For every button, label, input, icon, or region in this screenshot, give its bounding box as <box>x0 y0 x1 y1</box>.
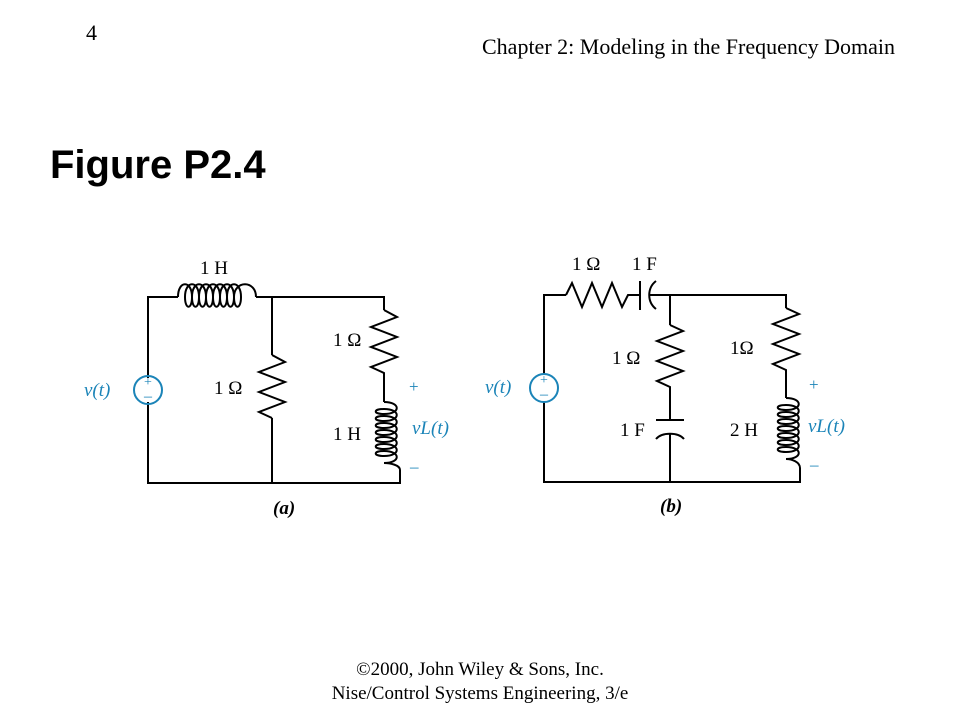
circuit-a-inductor-right-label: 1 H <box>333 424 361 445</box>
circuit-b-output-plus: + <box>809 375 819 394</box>
footer-copyright: ©2000, John Wiley & Sons, Inc. <box>356 659 604 680</box>
circuit-a-inductor-right-icon <box>374 401 401 471</box>
circuit-b-wire-left <box>543 294 566 374</box>
circuit-b-resistor-top-label: 1 Ω <box>572 254 600 275</box>
circuit-b-capacitor-top-label: 1 F <box>632 254 657 275</box>
circuit-a-output-label: vL(t) <box>412 418 449 439</box>
circuit-b-source-minus: – <box>539 386 549 403</box>
circuit-a-resistor-mid-label: 1 Ω <box>214 378 242 399</box>
circuit-b-wire-top <box>650 294 787 308</box>
circuit-b-resistor-right-label: 1Ω <box>730 338 754 359</box>
circuit-a-caption: (a) <box>273 498 295 519</box>
circuit-a-output-plus: + <box>409 377 419 396</box>
circuit-a-wire-top <box>256 296 385 310</box>
circuit-a-source-plus: + <box>144 375 152 390</box>
circuit-a-wire-left <box>147 296 178 378</box>
circuit-a-source-label: v(t) <box>84 380 110 401</box>
circuit-b-output-minus: – <box>809 455 819 474</box>
footer: ©2000, John Wiley & Sons, Inc. Nise/Cont… <box>0 658 960 706</box>
circuit-b-output-label: vL(t) <box>808 416 845 437</box>
circuit-a-voltage-source-icon <box>133 375 163 405</box>
circuit-b-caption: (b) <box>660 496 682 517</box>
circuit-b-resistor-right-icon <box>770 307 802 398</box>
circuit-b-source-label: v(t) <box>485 377 511 398</box>
footer-book-title: Nise/Control Systems Engineering, 3/e <box>331 683 629 704</box>
page-number: 4 <box>86 20 97 45</box>
circuit-a-inductor-top-label: 1 H <box>200 258 228 279</box>
circuit-b-inductor-right-label: 2 H <box>730 420 758 441</box>
circuit-b-capacitor-top-icon <box>639 280 657 310</box>
circuit-b-resistor-top-icon <box>565 280 640 310</box>
circuit-b-capacitor-mid-label: 1 F <box>620 420 645 441</box>
circuit-a <box>133 283 401 484</box>
circuit-b-resistor-mid-label: 1 Ω <box>612 348 640 369</box>
circuit-b-source-plus: + <box>540 373 548 388</box>
circuit-b-inductor-right-icon <box>776 397 801 469</box>
circuit-a-wire-bottom <box>147 402 401 484</box>
circuit-a-resistor-right-label: 1 Ω <box>333 330 361 351</box>
circuit-a-inductor-top-icon <box>177 283 257 308</box>
circuit-b-wire-bottom <box>543 402 801 483</box>
circuit-a-source-minus: – <box>143 388 153 405</box>
circuit-b-resistor-mid-icon <box>654 324 686 420</box>
figure-title: Figure P2.4 <box>50 143 266 187</box>
circuit-a-resistor-right-icon <box>368 309 400 402</box>
chapter-title: Chapter 2: Modeling in the Frequency Dom… <box>482 34 896 59</box>
circuit-a-output-minus: – <box>409 457 419 476</box>
circuit-b-capacitor-mid-icon <box>655 419 685 440</box>
circuit-b <box>529 280 802 483</box>
circuit-b-voltage-source-icon <box>529 373 559 403</box>
circuit-a-resistor-mid-icon <box>256 354 288 419</box>
